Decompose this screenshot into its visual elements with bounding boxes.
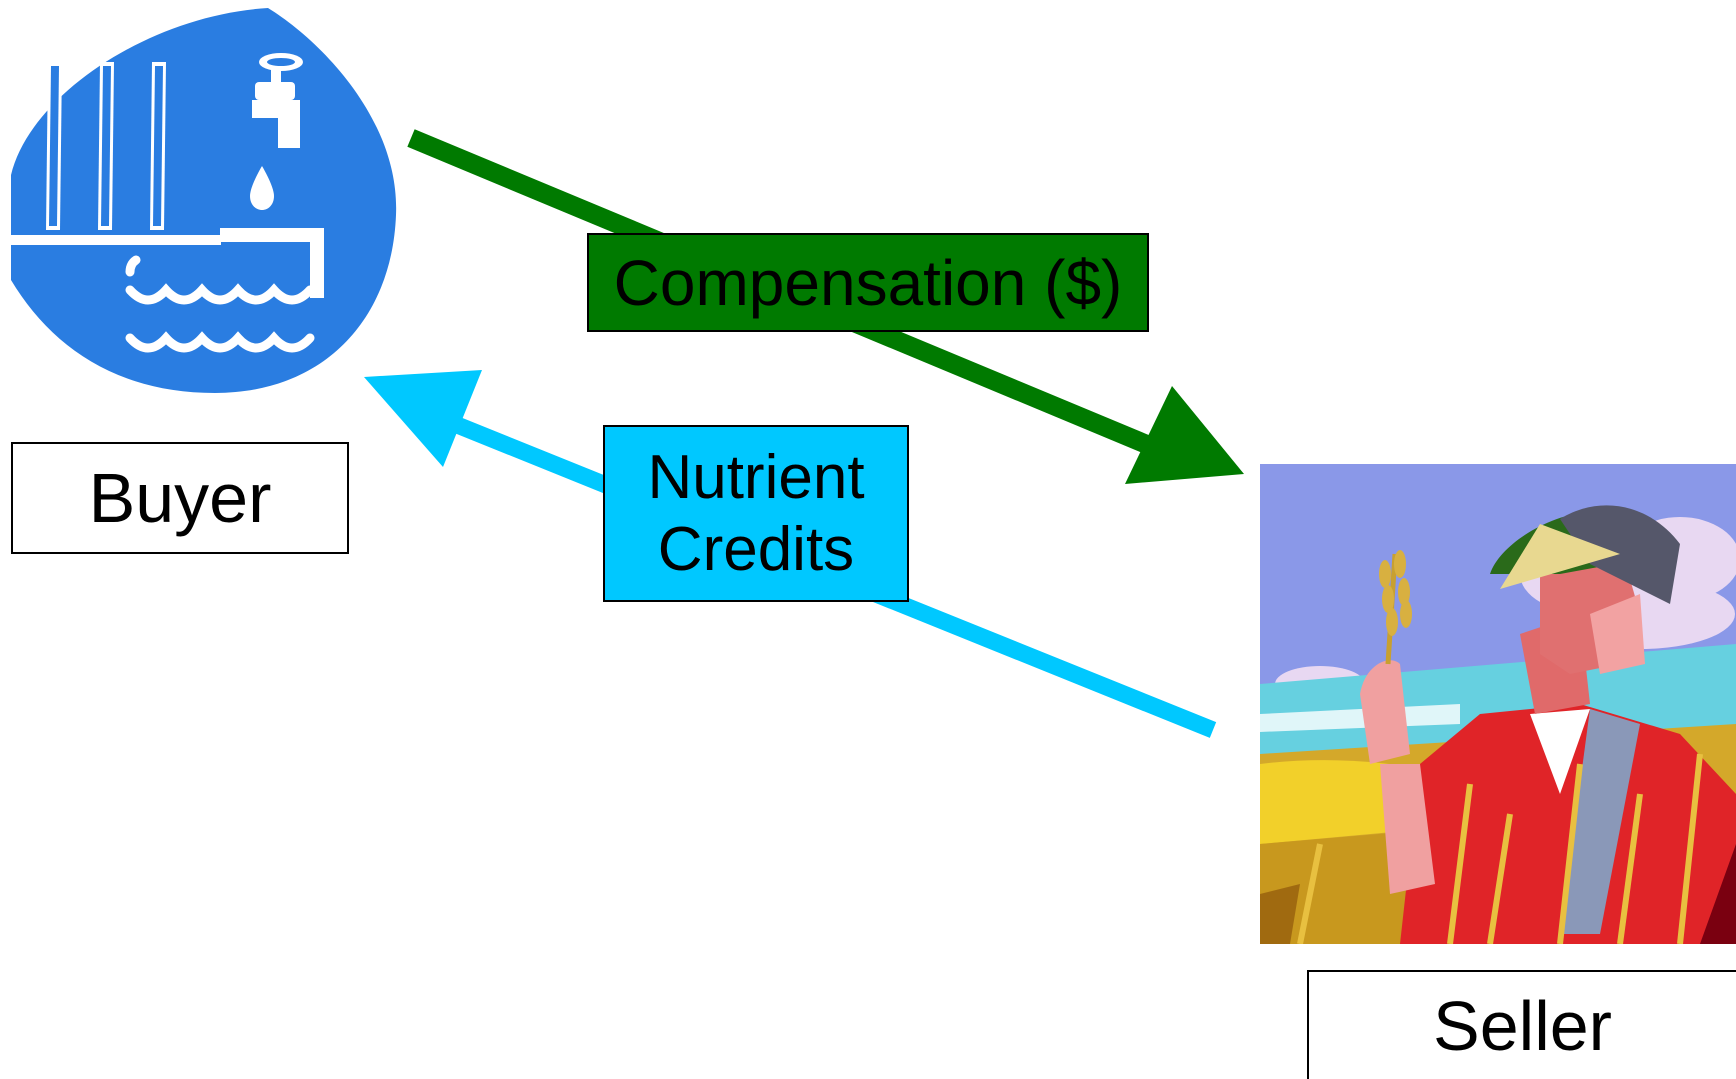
buyer-label: Buyer [11,442,349,554]
nutrient-credits-label: Nutrient Credits [603,425,909,602]
credits-label-line1: Nutrient [647,443,865,513]
farmer-wheat-illustration [1260,464,1736,944]
credits-label-line2: Credits [657,514,855,584]
seller-label-text: Seller [1433,986,1612,1065]
compensation-label-text: Compensation ($) [613,246,1123,319]
seller-label: Seller [1307,970,1736,1079]
compensation-label: Compensation ($) [587,233,1149,332]
buyer-label-text: Buyer [88,459,272,537]
factory-water-icon [11,8,397,393]
